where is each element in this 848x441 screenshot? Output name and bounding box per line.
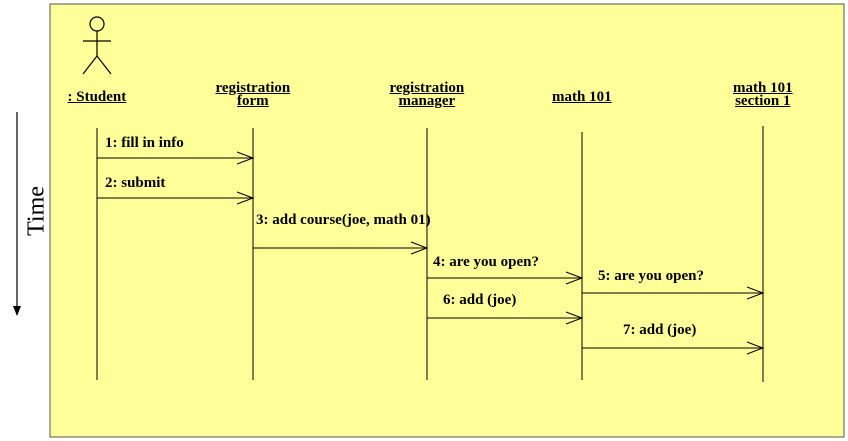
diagram-frame — [49, 3, 845, 438]
message-arrowhead-msg-4 — [565, 271, 584, 285]
participant-label-line: math 101 — [552, 89, 612, 105]
message-label-msg-2: 2: submit — [105, 175, 166, 191]
participant-label-line: : Student — [67, 89, 127, 105]
message-label-msg-6: 6: add (joe) — [443, 292, 517, 308]
participant-label-line: manager — [398, 93, 456, 109]
actor-left-leg-icon — [82, 55, 98, 75]
message-arrowhead-msg-6 — [565, 311, 584, 325]
message-label-msg-7: 7: add (joe) — [623, 322, 697, 338]
message-label-msg-3: 3: add course(joe, math 01) — [256, 212, 431, 228]
participant-label-line: registration — [215, 80, 291, 96]
participant-label-math-101: math 101 — [552, 89, 612, 105]
message-arrowhead-msg-3 — [410, 241, 429, 255]
participant-label-line: registration — [389, 80, 465, 96]
participant-label-student: : Student — [67, 89, 127, 105]
participant-label-line: math 101 — [733, 80, 793, 96]
message-arrowhead-msg-1 — [236, 151, 255, 165]
message-label-msg-1: 1: fill in info — [105, 135, 184, 151]
participant-label-line: section 1 — [735, 93, 791, 109]
message-arrowhead-msg-2 — [236, 191, 255, 205]
message-label-msg-5: 5: are you open? — [598, 268, 704, 284]
message-label-msg-4: 4: are you open? — [433, 254, 539, 270]
message-arrowhead-msg-5 — [746, 286, 765, 300]
time-axis-arrowhead — [13, 306, 21, 316]
message-arrowhead-msg-7 — [746, 341, 765, 355]
actor-right-leg-icon — [96, 55, 112, 75]
participant-label-line: form — [237, 93, 269, 109]
